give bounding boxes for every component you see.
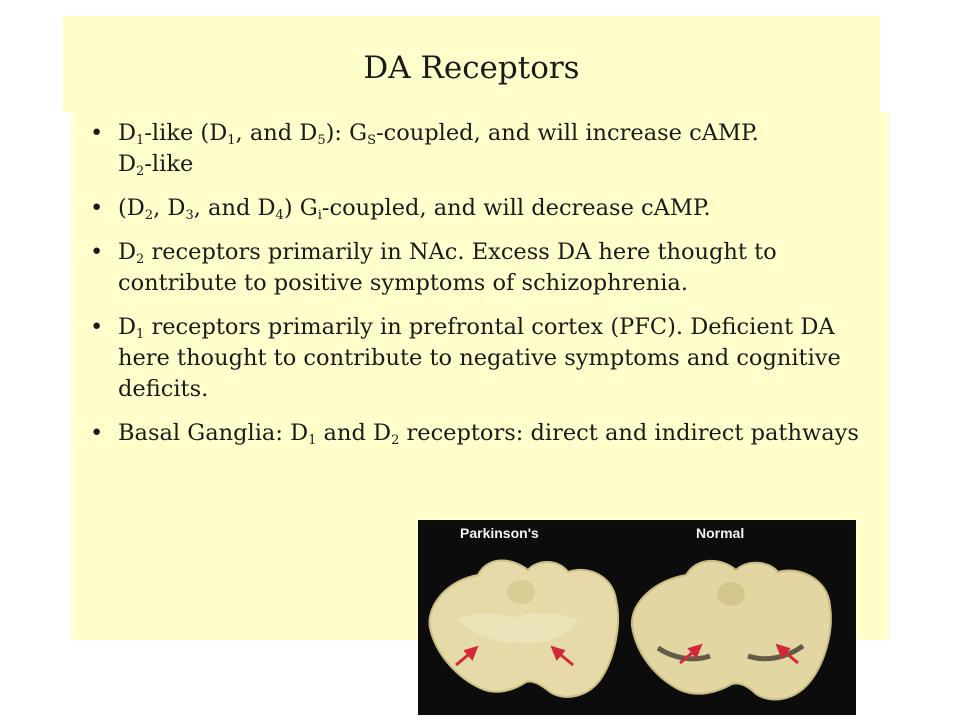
subscript: 2 [391,433,400,448]
normal-section [630,559,832,701]
subscript: 2 [144,208,154,223]
brainstem-illustration: Parkinson's Normal [428,525,832,701]
arrow-head-icon [687,643,703,659]
text-run: -like [144,151,194,177]
text-run: D [118,314,137,340]
subscript: 3 [185,208,194,223]
slide-title: DA Receptors [363,50,580,86]
text-run: receptors primarily in NAc. Excess DA he… [118,239,777,296]
bullet-item: • Basal Ganglia: D1 and D2 receptors: di… [90,418,878,449]
text-run: ) G [283,195,318,221]
bullet-dot: • [90,420,104,446]
arrow-head-icon [463,645,479,661]
text-run: , and D [235,120,318,146]
label-parkinsons: Parkinson's [460,525,539,541]
subscript: 4 [275,208,284,223]
subscript: S [367,133,377,148]
text-run: -coupled, and will increase cAMP. [376,120,759,146]
subscript: 1 [136,133,145,148]
text-run: receptors: direct and indirect pathways [399,420,859,446]
brainstem-photo: Parkinson's Normal [418,520,856,715]
text-run: ): G [325,120,368,146]
text-run: and D [316,420,392,446]
text-run: (D [118,195,145,221]
arrow-head-icon [775,643,791,659]
text-run: D [118,120,137,146]
bullet-item: • D1 receptors primarily in prefrontal c… [90,312,878,405]
bullet-dot: • [90,314,104,340]
text-run: D [118,151,137,177]
subscript: 2 [136,252,145,267]
subscript: 1 [136,327,145,342]
bullet-item: • (D2, D3, and D4) Gi-coupled, and will … [90,193,878,224]
bullet-dot: • [90,120,104,146]
bullet-dot: • [90,195,104,221]
bullet-item: • D1-like (D1, and D5): GS-coupled, and … [90,118,878,180]
subscript: 2 [136,164,145,179]
text-run: D [118,239,137,265]
title-band: DA Receptors [63,16,880,112]
text-run: , D [153,195,186,221]
arrow-icons [455,643,799,667]
bullet-dot: • [90,239,104,265]
parkinsons-section [428,559,619,698]
arrow-head-icon [550,645,566,661]
subscript: i [317,208,322,223]
subscript: 5 [317,133,326,148]
text-run: -coupled, and will decrease cAMP. [321,195,711,221]
label-normal: Normal [696,525,744,541]
subscript: 1 [308,433,317,448]
text-run: Basal Ganglia: D [118,420,309,446]
text-run: , and D [193,195,276,221]
subscript: 1 [227,133,236,148]
text-run: -like (D [144,120,228,146]
bullet-list: • D1-like (D1, and D5): GS-coupled, and … [90,118,878,462]
text-run: receptors primarily in prefrontal cortex… [118,314,841,402]
bullet-item: • D2 receptors primarily in NAc. Excess … [90,237,878,299]
